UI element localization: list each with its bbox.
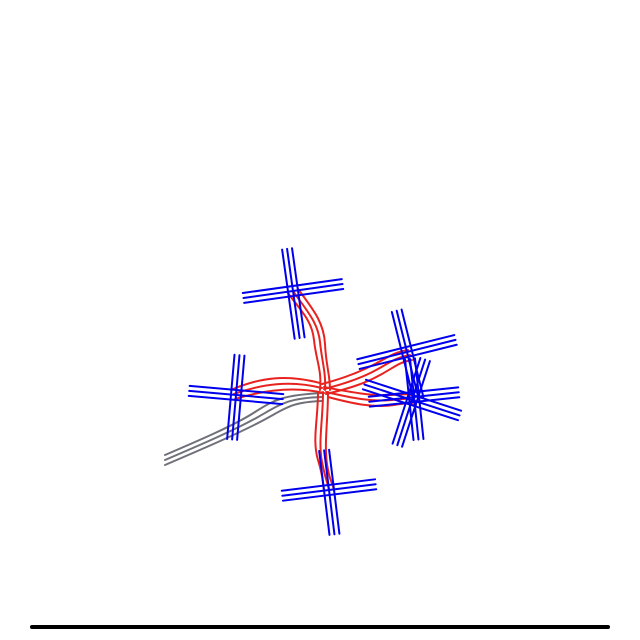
connector-top [287, 292, 322, 391]
cross-lower-right-2-vertical-stroke [404, 358, 415, 442]
cross-top-vertical-stroke [291, 247, 306, 339]
cross-left-horizontal-stroke [187, 394, 284, 406]
cross-upper-right-vertical-stroke [390, 310, 415, 401]
cross-bottom-horizontal-stroke [281, 488, 378, 502]
cross-top [241, 247, 345, 340]
cross-lower-right-2-vertical-stroke [413, 357, 425, 440]
cross-top-horizontal-stroke [243, 287, 345, 304]
connector-top [297, 288, 331, 391]
cross-bottom-vertical-stroke [323, 449, 336, 536]
cross-upper-right-vertical-stroke [400, 308, 425, 398]
cross-left [187, 353, 285, 441]
cross-upper-right-horizontal-stroke [358, 343, 458, 370]
cross-bottom-vertical-stroke [318, 449, 331, 536]
grey-tail-path [164, 392, 323, 466]
cross-upper-right-vertical-stroke [395, 309, 420, 400]
cross-left-vertical-stroke [236, 354, 246, 441]
cross-upper-right [356, 308, 458, 401]
connector-left [233, 382, 323, 395]
cross-lower-right-2-vertical-stroke [409, 357, 420, 441]
blue-crosses [187, 247, 463, 536]
connector-upper-right [325, 359, 413, 395]
cross-bottom-vertical-stroke [328, 448, 341, 535]
cross-left-vertical-stroke [226, 353, 236, 441]
cross-lower-right-vertical-stroke [401, 360, 431, 448]
cross-lower-right-2-horizontal-stroke [368, 396, 461, 408]
connector-top [292, 290, 327, 391]
cross-top-vertical-stroke [286, 247, 301, 340]
connector-upper-right [323, 354, 411, 390]
cross-bottom [280, 448, 378, 536]
connector-upper-right [321, 349, 409, 385]
cross-left-vertical-stroke [231, 354, 241, 441]
cross-top-vertical-stroke [281, 248, 296, 340]
cross-lower-right-2 [367, 357, 461, 442]
